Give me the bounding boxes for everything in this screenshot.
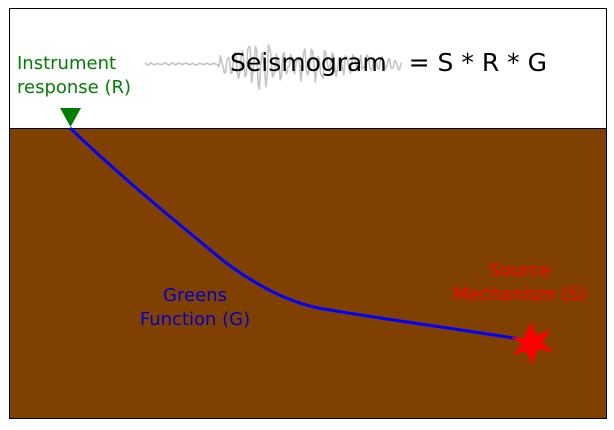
source-explosion-star [511,322,553,364]
formula-seismogram-word: Seismogram [230,48,387,77]
greens-label-line-1: Greens [163,285,227,306]
instrument-label-line-2: response (R) [17,77,132,98]
greens-function-ray-path [68,126,521,341]
seismogram-formula: Seismogram = S * R * G [230,46,547,80]
instrument-receiver-triangle [60,108,81,127]
source-label-line-1: Source [489,260,551,281]
source-label-line-2: Mechanism (S) [453,284,587,305]
greens-label-line-2: Function (G) [139,309,251,330]
sky-panel [9,8,607,129]
instrument-response-label: Instrument response (R) [17,52,131,100]
instrument-label-line-1: Instrument [17,53,117,74]
source-mechanism-label: Source Mechanism (S) [445,259,595,307]
seismogram-waveform [144,44,402,90]
formula-equation: = S * R * G [408,48,547,77]
greens-function-label: Greens Function (G) [120,284,270,332]
earth-panel [9,128,607,419]
